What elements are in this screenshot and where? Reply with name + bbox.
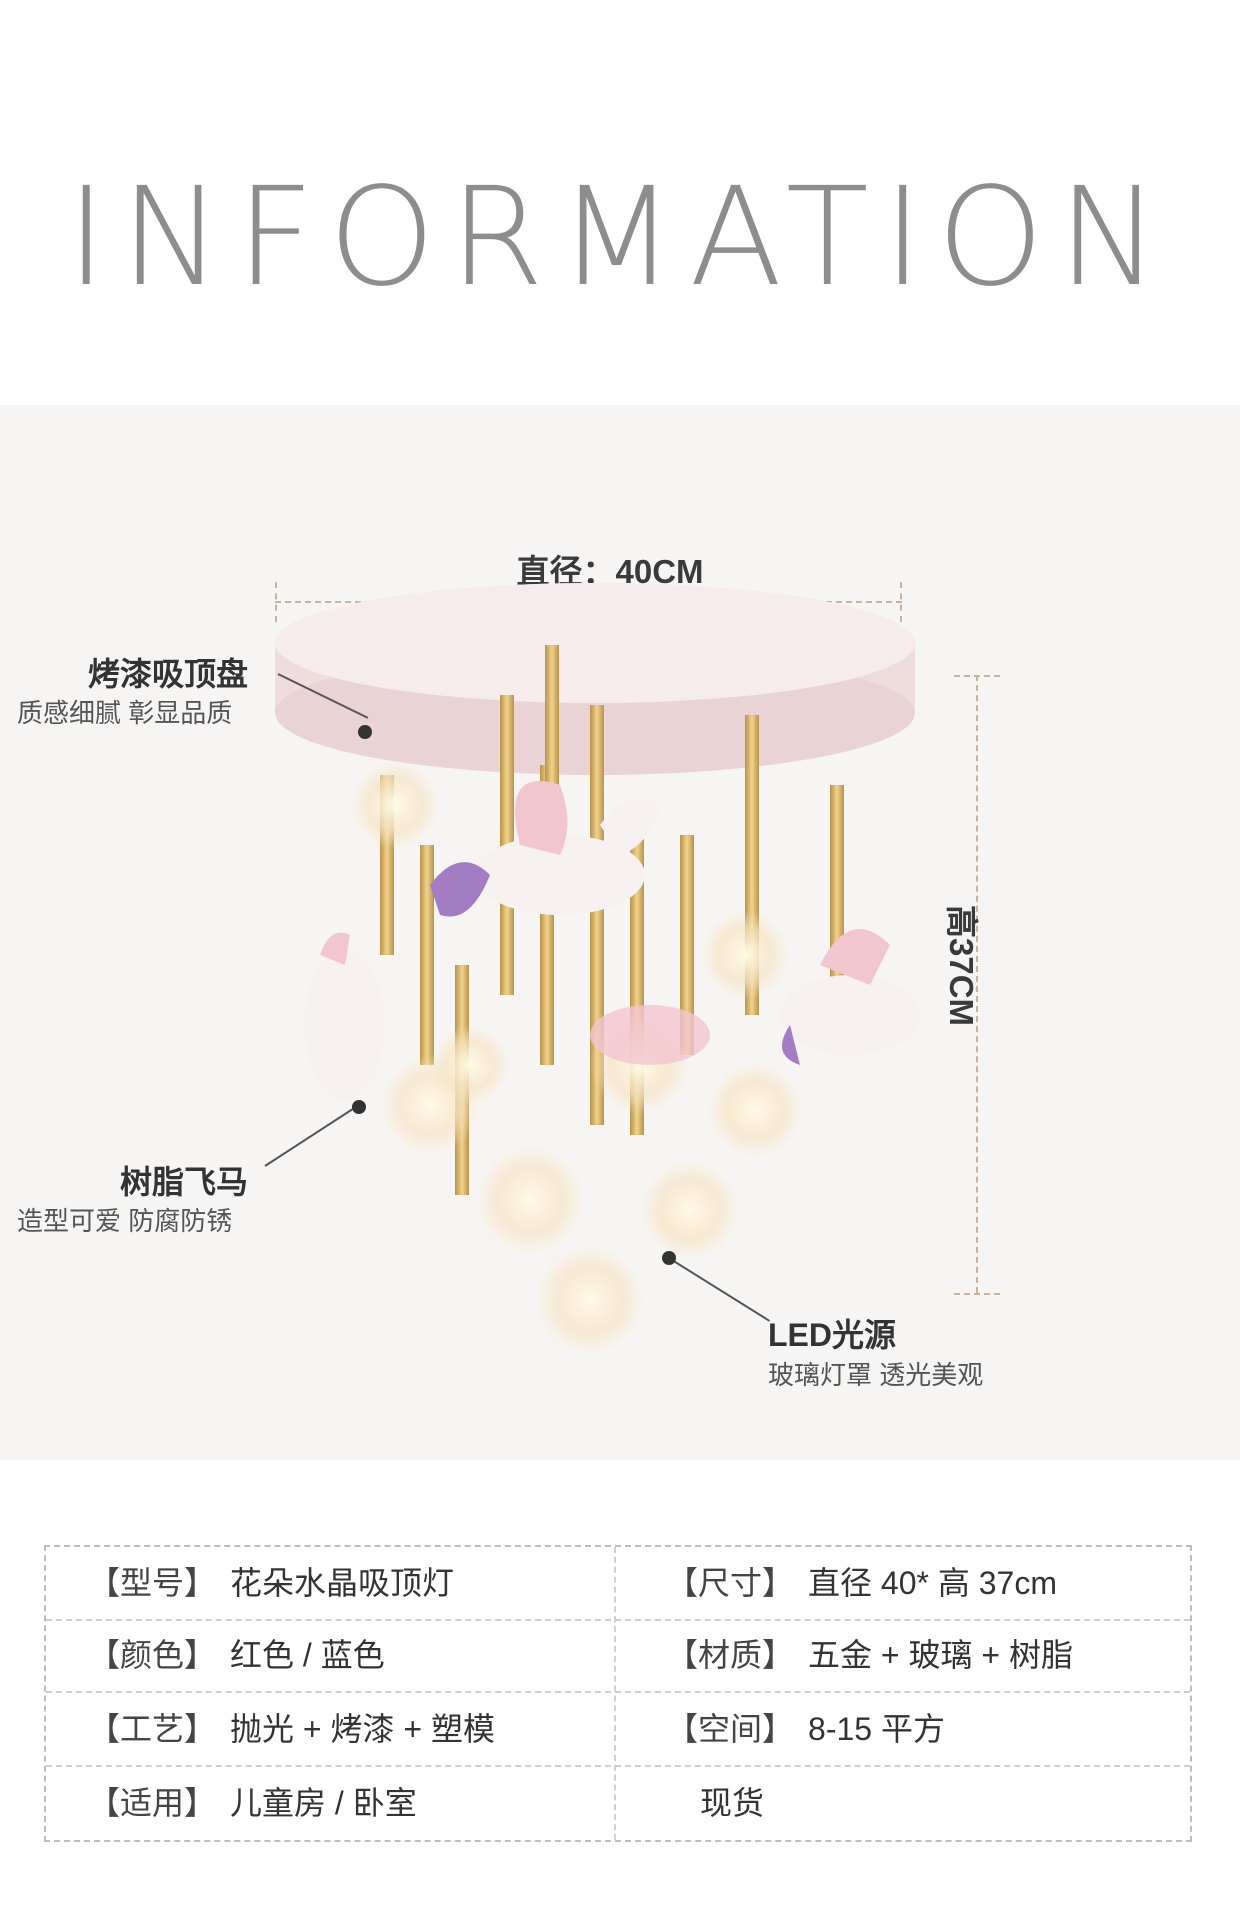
callout-title-pegasus: 树脂飞马	[120, 1164, 249, 1200]
spec-cell-space: 【空间】8-15 平方	[666, 1711, 945, 1747]
callout-subtitle-base: 质感细腻 彰显品质	[17, 698, 233, 728]
spec-cell-stock: 现货	[700, 1785, 765, 1821]
callout-subtitle-led: 玻璃灯罩 透光美观	[768, 1360, 984, 1390]
height-tick-top	[954, 675, 1000, 677]
spec-cell-craft: 【工艺】抛光 + 烤漆 + 塑模	[88, 1711, 495, 1747]
ceiling-lamp-illustration	[275, 583, 920, 1355]
diameter-tick-left	[275, 582, 277, 622]
spec-table: 【型号】花朵水晶吸顶灯 【尺寸】直径 40* 高 37cm 【颜色】红色 / 蓝…	[44, 1545, 1192, 1842]
spec-divider-vertical	[614, 1547, 616, 1840]
spec-cell-material: 【材质】五金 + 玻璃 + 树脂	[666, 1637, 1073, 1673]
page-title: INFORMATION	[66, 159, 1174, 317]
spec-cell-color: 【颜色】红色 / 蓝色	[88, 1637, 385, 1673]
spec-divider	[46, 1619, 1190, 1621]
spec-cell-size: 【尺寸】直径 40* 高 37cm	[666, 1565, 1057, 1601]
callout-title-led: LED光源	[768, 1317, 897, 1353]
callout-dot-pegasus	[352, 1100, 366, 1114]
spec-cell-model: 【型号】花朵水晶吸顶灯	[88, 1565, 455, 1601]
spec-divider	[46, 1691, 1190, 1693]
callout-subtitle-pegasus: 造型可爱 防腐防锈	[17, 1206, 233, 1236]
callout-dot-base	[358, 725, 372, 739]
diameter-tick-right	[900, 582, 902, 622]
callout-title-base: 烤漆吸顶盘	[88, 656, 249, 692]
spec-divider	[46, 1765, 1190, 1767]
callout-dot-led	[662, 1251, 676, 1265]
height-tick-bottom	[954, 1293, 1000, 1295]
product-photo-area: 直径：40CM 高37CM	[0, 405, 1240, 1460]
height-dimension-line	[976, 675, 978, 1293]
spec-cell-usage: 【适用】儿童房 / 卧室	[88, 1785, 417, 1821]
